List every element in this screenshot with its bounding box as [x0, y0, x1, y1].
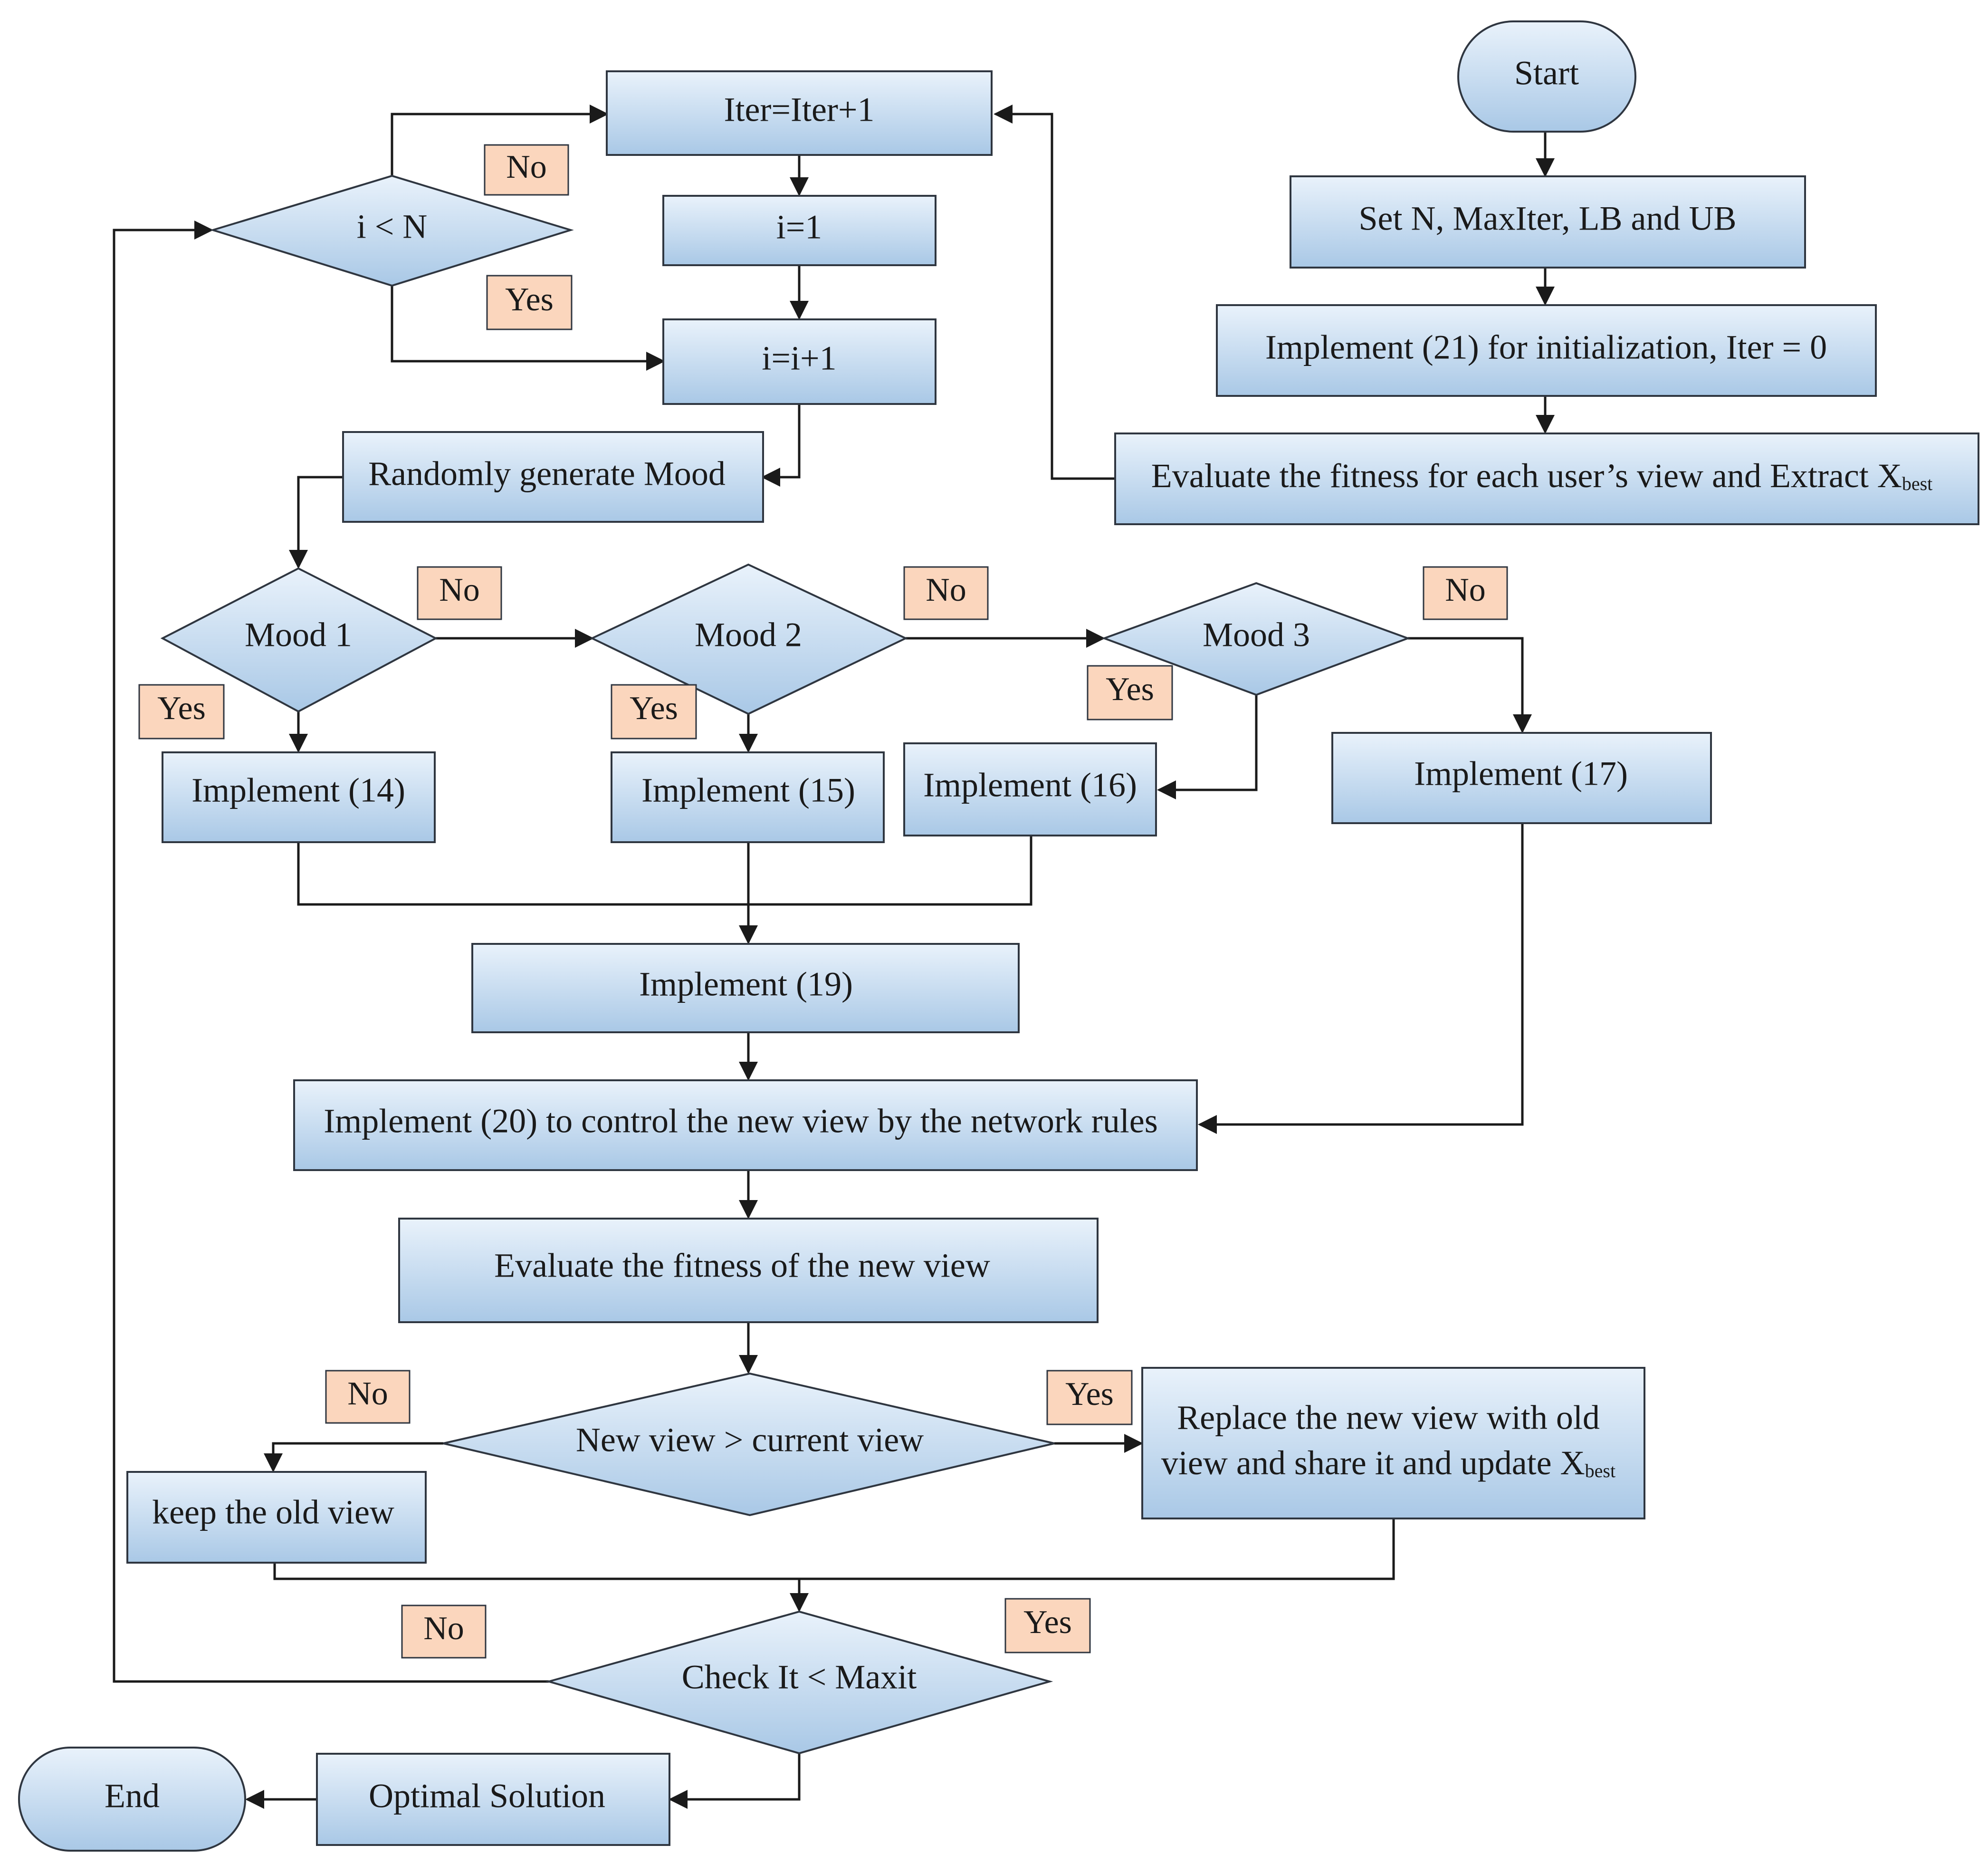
edge-check-iter-yes-to-optimal: [669, 1753, 801, 1809]
label-iter-yes: Yes: [1004, 1598, 1091, 1653]
label-iter-no-text: No: [423, 1610, 464, 1647]
edge-check-iter-no-to-i-check: [113, 221, 549, 1683]
edge-mood3-yes-to-impl16: [1157, 695, 1258, 799]
edge-i-increment-to-random-mood: [761, 404, 801, 487]
label-compare-no: No: [325, 1370, 411, 1424]
evaluate-initial-label: Evaluate the fitness for each user’s vie…: [1151, 457, 1933, 495]
edge-random-mood-to-mood1: [289, 476, 343, 569]
replace-label-line2: view and share it and update Xbest: [1161, 1444, 1615, 1482]
i-reset-box: i=1: [662, 195, 937, 266]
impl20-label: Implement (20) to control the new view b…: [324, 1102, 1158, 1140]
compare-label: New view > current view: [576, 1421, 924, 1459]
i-check-decision: i < N: [210, 174, 574, 287]
edge-impl14-merge: [297, 836, 1032, 906]
impl19-box: Implement (19): [471, 943, 1020, 1033]
label-mood1-yes-text: Yes: [157, 690, 206, 727]
edges: [113, 105, 1555, 1809]
keep-old-box: keep the old view: [126, 1471, 427, 1564]
impl20-box: Implement (20) to control the new view b…: [293, 1079, 1198, 1171]
replace-label-line1: Replace the new view with old: [1177, 1399, 1600, 1437]
label-mood2-yes: Yes: [611, 684, 697, 740]
replace-line2-text: view and share it and update X: [1161, 1444, 1585, 1482]
label-i-check-yes: Yes: [486, 275, 573, 330]
evaluate-initial-box: Evaluate the fitness for each user’s vie…: [1114, 432, 1979, 525]
set-params-label: Set N, MaxIter, LB and UB: [1359, 200, 1737, 238]
label-i-check-no: No: [484, 144, 569, 196]
label-mood1-no: No: [417, 566, 502, 620]
optimal-label: Optimal Solution: [369, 1777, 605, 1815]
evaluate-new-label: Evaluate the fitness of the new view: [494, 1247, 990, 1285]
evaluate-initial-text: Evaluate the fitness for each user’s vie…: [1151, 457, 1902, 495]
edge-keep-old-merge: [273, 1518, 1395, 1580]
iter-increment-box: Iter=Iter+1: [606, 70, 993, 156]
init-box: Implement (21) for initialization, Iter …: [1216, 304, 1877, 397]
label-mood3-no: No: [1423, 566, 1508, 620]
label-mood3-yes: Yes: [1087, 665, 1173, 721]
replace-box: Replace the new view with old view and s…: [1141, 1367, 1645, 1519]
edge-compare-no-to-keep-old: [264, 1442, 443, 1472]
label-compare-yes: Yes: [1046, 1370, 1133, 1425]
impl16-label: Implement (16): [923, 766, 1137, 804]
label-mood2-yes-text: Yes: [630, 690, 678, 727]
label-iter-yes-text: Yes: [1023, 1604, 1072, 1641]
check-iter-label: Check It < Maxit: [682, 1658, 917, 1696]
init-label: Implement (21) for initialization, Iter …: [1265, 328, 1827, 366]
label-mood2-no: No: [903, 566, 989, 620]
start-terminal: Start: [1457, 20, 1636, 133]
label-mood1-yes: Yes: [138, 684, 225, 740]
mood3-label: Mood 3: [1203, 616, 1310, 654]
impl14-box: Implement (14): [162, 751, 436, 843]
optimal-box: Optimal Solution: [316, 1753, 670, 1846]
end-terminal: End: [18, 1747, 246, 1852]
edge-impl17-to-impl20: [1198, 823, 1524, 1134]
end-label: End: [105, 1777, 160, 1815]
label-i-check-no-text: No: [506, 149, 547, 185]
random-mood-label: Randomly generate Mood: [368, 455, 726, 493]
replace-subscript: best: [1585, 1460, 1615, 1481]
compare-decision: New view > current view: [443, 1372, 1055, 1517]
branch-labels: No Yes No Yes No Yes No Yes: [138, 144, 1508, 1659]
label-mood3-no-text: No: [1445, 572, 1486, 608]
evaluate-new-box: Evaluate the fitness of the new view: [398, 1218, 1099, 1323]
random-mood-box: Randomly generate Mood: [342, 431, 764, 523]
mood2-label: Mood 2: [695, 616, 802, 654]
impl14-label: Implement (14): [191, 771, 405, 809]
i-check-label: i < N: [357, 208, 428, 246]
impl19-label: Implement (19): [639, 965, 853, 1003]
edge-i-check-yes-to-i-increment: [391, 286, 665, 371]
impl15-label: Implement (15): [641, 771, 855, 809]
label-mood1-no-text: No: [439, 572, 480, 608]
label-iter-no: No: [401, 1605, 487, 1659]
iter-increment-label: Iter=Iter+1: [724, 91, 874, 129]
impl15-box: Implement (15): [611, 751, 885, 843]
mood1-label: Mood 1: [245, 616, 352, 654]
mood2-decision: Mood 2: [590, 563, 908, 715]
nodes: Start Set N, MaxIter, LB and UB Implemen…: [18, 20, 1979, 1852]
check-iter-decision: Check It < Maxit: [545, 1610, 1053, 1755]
keep-old-label: keep the old view: [152, 1493, 394, 1531]
i-increment-label: i=i+1: [762, 339, 836, 377]
set-params-box: Set N, MaxIter, LB and UB: [1290, 175, 1806, 269]
edge-i-check-no-to-iter: [391, 105, 609, 176]
edge-evaluate-to-iter: [994, 105, 1115, 480]
impl16-box: Implement (16): [903, 742, 1157, 836]
mood1-decision: Mood 1: [160, 567, 438, 713]
edge-mood3-no-to-impl17: [1408, 637, 1532, 733]
impl17-label: Implement (17): [1414, 755, 1628, 793]
impl17-box: Implement (17): [1331, 732, 1712, 824]
mood3-decision: Mood 3: [1101, 582, 1411, 696]
label-compare-yes-text: Yes: [1065, 1376, 1114, 1412]
label-i-check-yes-text: Yes: [505, 281, 554, 318]
label-compare-no-text: No: [347, 1375, 388, 1412]
i-increment-box: i=i+1: [662, 318, 937, 405]
i-reset-label: i=1: [776, 208, 822, 246]
label-mood3-yes-text: Yes: [1106, 671, 1154, 708]
label-mood2-no-text: No: [926, 572, 966, 608]
evaluate-initial-subscript: best: [1902, 473, 1932, 494]
start-label: Start: [1514, 54, 1579, 92]
